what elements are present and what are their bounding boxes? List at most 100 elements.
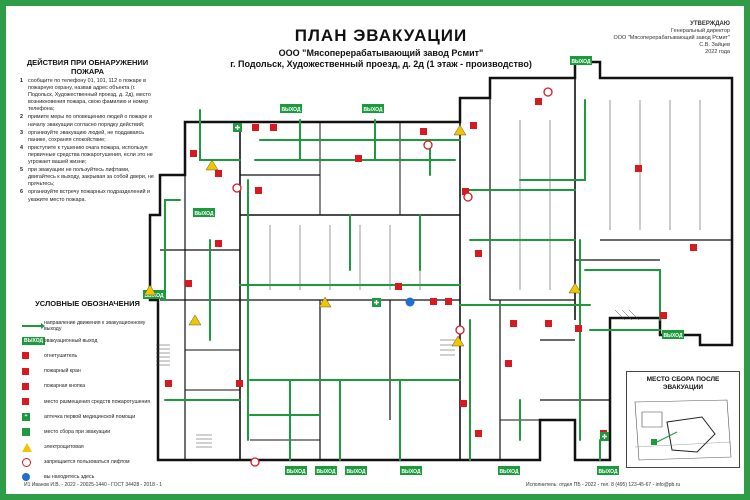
legend-title: УСЛОВНЫЕ ОБОЗНАЧЕНИЯ — [35, 299, 140, 308]
extinguisher-icon — [445, 298, 452, 305]
extinguisher-icon — [190, 150, 197, 157]
electrical-warning-icon — [568, 282, 582, 294]
svg-text:ВЫХОД: ВЫХОД — [363, 107, 383, 113]
extinguisher-icon — [462, 188, 469, 195]
prohibition-icon — [463, 192, 473, 202]
road-outline — [634, 399, 732, 461]
legend-list: направление движения к эвакуационному вы… — [22, 318, 154, 485]
legend-item: пожарная кнопка — [22, 379, 154, 394]
column-grid — [269, 100, 701, 290]
extinguisher-icon — [475, 250, 482, 257]
prohibition-signs — [232, 87, 553, 467]
prohibition-icon — [22, 457, 31, 467]
approval-line: 2022 года — [705, 49, 730, 55]
exit-sign-icon: ВЫХОД — [498, 466, 520, 475]
extinguisher-icon — [460, 400, 467, 407]
extinguisher-icon — [185, 280, 192, 287]
exit-sign-icon: ВЫХОД — [400, 466, 422, 475]
exit-sign-icon: ВЫХОД — [362, 104, 384, 113]
exit-sign-icon: ВЫХОД — [285, 466, 307, 475]
hatch-areas — [156, 309, 640, 448]
electrical-warning-icon — [22, 442, 32, 452]
assembly-title: МЕСТО СБОРА ПОСЛЕ ЭВАКУАЦИИ — [646, 376, 720, 391]
extinguisher-icon — [660, 312, 667, 319]
exit-sign-icon: ВЫХОД — [570, 56, 592, 65]
electrical-warning-icon — [451, 335, 465, 347]
exit-sign-icon: ВЫХОД — [280, 104, 302, 113]
extinguisher-icon — [252, 124, 259, 131]
assembly-point-map: МЕСТО СБОРА ПОСЛЕ ЭВАКУАЦИИ — [626, 371, 740, 468]
legend-item: электрощитовая — [22, 440, 154, 455]
plan-address: г. Подольск, Художественный проезд, д. 2… — [230, 59, 532, 69]
you-are-here-icon — [405, 297, 415, 307]
extinguisher-icon — [395, 283, 402, 290]
footer-left: И1 Иванов И.В. - 2022 - 20025-1440 - ГОС… — [24, 482, 163, 488]
extinguisher-icon — [215, 240, 222, 247]
fire-equipment-icon — [22, 398, 29, 406]
svg-text:ВЫХОД: ВЫХОД — [401, 469, 421, 475]
extinguisher-icon — [470, 122, 477, 129]
extinguisher-icon — [255, 187, 262, 194]
legend-item: вы находитесь здесь — [22, 470, 154, 485]
legend-item: место размещения средств пожаротушения — [22, 394, 154, 409]
prohibition-icon — [455, 325, 465, 335]
approval-line: Генеральный директор — [671, 28, 730, 34]
extinguisher-icon — [505, 360, 512, 367]
svg-text:ВЫХОД: ВЫХОД — [571, 59, 591, 65]
route-line — [199, 109, 241, 161]
fire-hydrant-icon — [22, 367, 29, 375]
extinguisher-icon — [355, 155, 362, 162]
first-aid-icon: + — [22, 412, 30, 421]
prohibition-icon — [250, 457, 260, 467]
footer-right: Исполнитель: отдел ПБ - 2022 - тел. 8 (4… — [526, 482, 681, 488]
street-line — [634, 441, 732, 448]
prohibition-icon — [543, 87, 553, 97]
prohibition-icon — [232, 183, 242, 193]
plan-title: ПЛАН ЭВАКУАЦИИ — [294, 26, 468, 45]
extinguisher-icon — [635, 165, 642, 172]
exit-sign-icon: ВЫХОД — [22, 336, 46, 345]
approval-line: С.В. Зайцев — [699, 42, 730, 48]
fire-alarm-button-icon — [22, 382, 29, 390]
electrical-warning-icon — [453, 124, 467, 136]
extinguisher-icon — [270, 124, 277, 131]
extinguisher-icon — [420, 128, 427, 135]
extinguisher-icon — [545, 320, 552, 327]
legend-item: огнетушитель — [22, 348, 154, 363]
approval-line: ООО "Мясоперерабатывающий завод Рсмит" — [613, 35, 730, 41]
electrical-warning-icon — [205, 159, 219, 171]
exit-sign-icon: ВЫХОД — [315, 466, 337, 475]
building-block — [641, 411, 663, 428]
first-aid-icon — [600, 432, 609, 441]
route-line — [519, 99, 586, 181]
assembly-map-drawing — [634, 399, 732, 461]
extinguisher-icon — [510, 320, 517, 327]
exit-signs: ВЫХОД ВЫХОД ВЫХОД ВЫХОД ВЫХОД ВЫХОД ВЫХО… — [143, 56, 684, 475]
extinguisher-icon — [430, 298, 437, 305]
first-aid-kits — [233, 123, 609, 441]
actions-title: ДЕЙСТВИЯ ПРИ ОБНАРУЖЕНИИ ПОЖАРА — [26, 58, 149, 76]
svg-text:ВЫХОД: ВЫХОД — [281, 107, 301, 113]
extinguisher-icon — [215, 170, 222, 177]
fire-equipment — [165, 98, 697, 437]
exit-sign-icon: ВЫХОД — [597, 466, 619, 475]
electrical-warning-icon — [188, 314, 202, 326]
legend-item: место сбора при эвакуации — [22, 424, 154, 439]
extinguisher-icon — [690, 244, 697, 251]
svg-text:ВЫХОД: ВЫХОД — [663, 333, 683, 339]
approval-heading: УТВЕРЖДАЮ — [690, 21, 730, 27]
svg-text:ВЫХОД: ВЫХОД — [286, 469, 306, 475]
electrical-warning-icon — [143, 284, 157, 296]
extinguisher-icon — [475, 430, 482, 437]
legend-item: +аптечка первой медицинской помощи — [22, 409, 154, 424]
svg-text:ВЫХОД: ВЫХОД — [316, 469, 336, 475]
legend-item: направление движения к эвакуационному вы… — [22, 318, 154, 333]
svg-text:ВЫХОД: ВЫХОД — [598, 469, 618, 475]
route-line — [164, 199, 181, 301]
